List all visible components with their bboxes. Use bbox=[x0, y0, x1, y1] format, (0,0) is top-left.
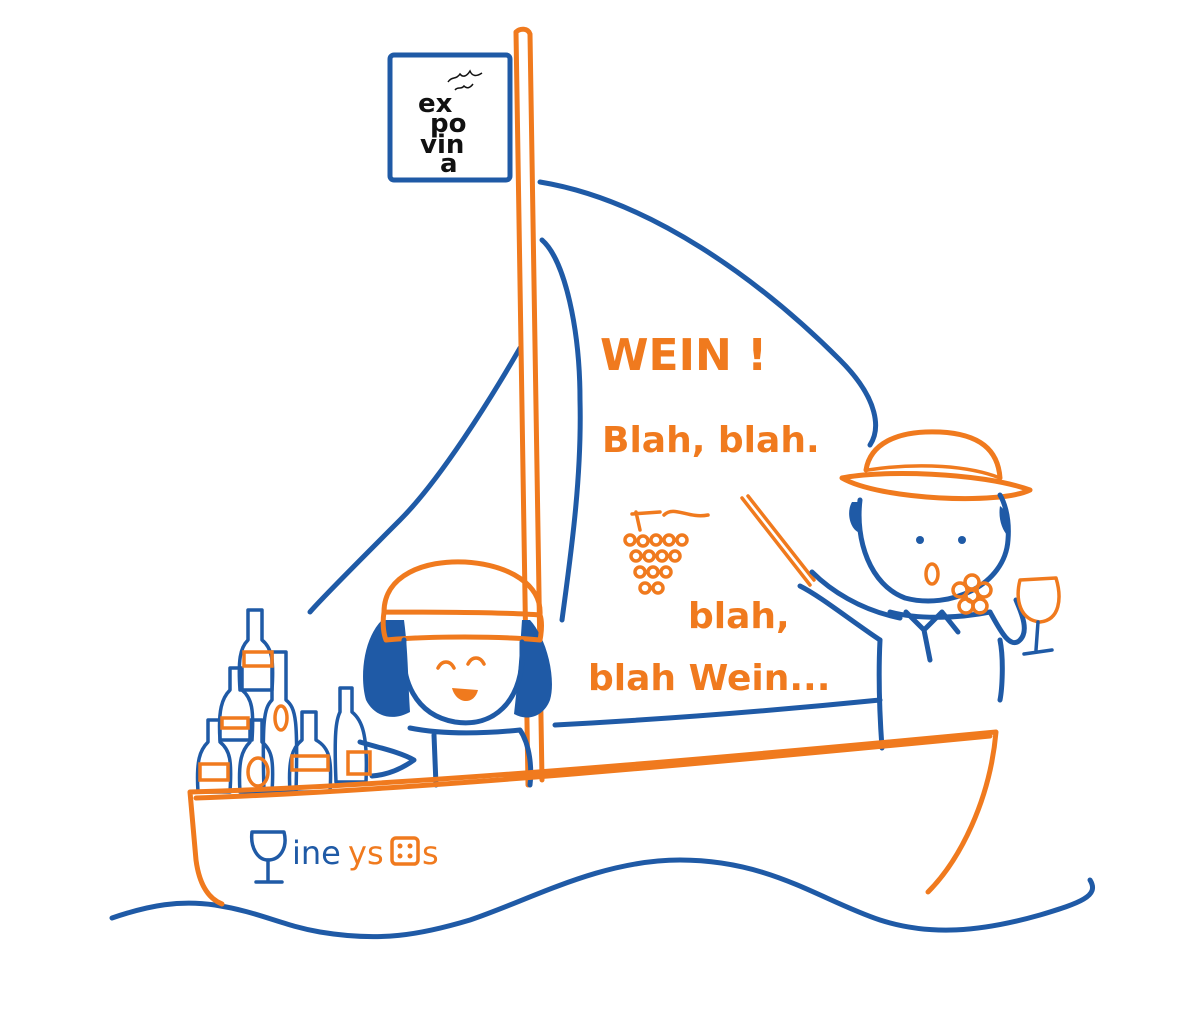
sail-text-line2: Blah, blah. bbox=[602, 420, 820, 461]
woman-beanie bbox=[380, 559, 544, 643]
man-arm bbox=[797, 569, 903, 643]
woman-eye-left bbox=[436, 660, 456, 670]
man-hat bbox=[839, 429, 1033, 502]
brand-part1: ine bbox=[292, 834, 341, 872]
woman-face bbox=[400, 637, 525, 726]
man-eye-right bbox=[958, 536, 966, 544]
flag-logo: ex po vin a bbox=[418, 69, 483, 179]
bottle bbox=[237, 608, 275, 692]
flag bbox=[387, 52, 513, 183]
flag-logo-row4: a bbox=[440, 149, 458, 179]
bottle-label bbox=[242, 650, 274, 668]
flag-logo-row2: po bbox=[430, 109, 466, 139]
boat-brand: ine ys s bbox=[249, 830, 439, 884]
woman-eye-right bbox=[466, 656, 486, 666]
brand-part2: ys bbox=[348, 834, 384, 872]
man-collar bbox=[903, 609, 961, 663]
man-hat-band bbox=[866, 464, 1002, 480]
bottle bbox=[237, 718, 275, 794]
bottle-label bbox=[273, 704, 289, 732]
man-mouth bbox=[924, 562, 940, 586]
sea-wave bbox=[109, 857, 1095, 940]
sail-text-line4: blah Wein... bbox=[588, 658, 830, 699]
main-sail bbox=[537, 179, 878, 448]
jib-sail bbox=[307, 345, 523, 615]
woman-mouth bbox=[452, 688, 478, 702]
grape-bunch-icon bbox=[623, 509, 710, 595]
man-body bbox=[876, 609, 1005, 751]
man-figure bbox=[797, 429, 1061, 751]
bottle bbox=[217, 666, 255, 742]
bottle-label bbox=[220, 716, 250, 730]
sail-text-line1: WEIN ! bbox=[600, 330, 767, 381]
flag-logo-row3: vin bbox=[420, 130, 464, 160]
main-sail-inner bbox=[539, 237, 583, 623]
woman-figure bbox=[357, 559, 552, 788]
sail-text-line3: blah, bbox=[688, 596, 790, 637]
woman-body bbox=[407, 725, 534, 788]
man-hair bbox=[849, 502, 1010, 536]
dice-icon bbox=[390, 836, 420, 866]
bottle-label bbox=[290, 754, 330, 772]
boat-hull bbox=[187, 729, 999, 907]
pointer-stick bbox=[740, 494, 816, 587]
wine-glass-icon bbox=[1016, 576, 1061, 656]
flag-vine-doodle bbox=[447, 69, 483, 91]
flag-logo-row1: ex bbox=[418, 89, 453, 119]
bottle-label bbox=[246, 756, 270, 788]
bottle-label bbox=[346, 750, 372, 776]
flower-icon bbox=[951, 573, 993, 615]
wine-glass-icon bbox=[249, 830, 287, 884]
brand-part3: s bbox=[422, 834, 439, 872]
woman-arm bbox=[357, 739, 417, 779]
man-eye-left bbox=[916, 536, 924, 544]
bottle-label bbox=[198, 762, 230, 782]
bottle bbox=[333, 686, 369, 784]
main-sail-lower bbox=[552, 697, 883, 728]
bottle-group bbox=[195, 608, 372, 794]
